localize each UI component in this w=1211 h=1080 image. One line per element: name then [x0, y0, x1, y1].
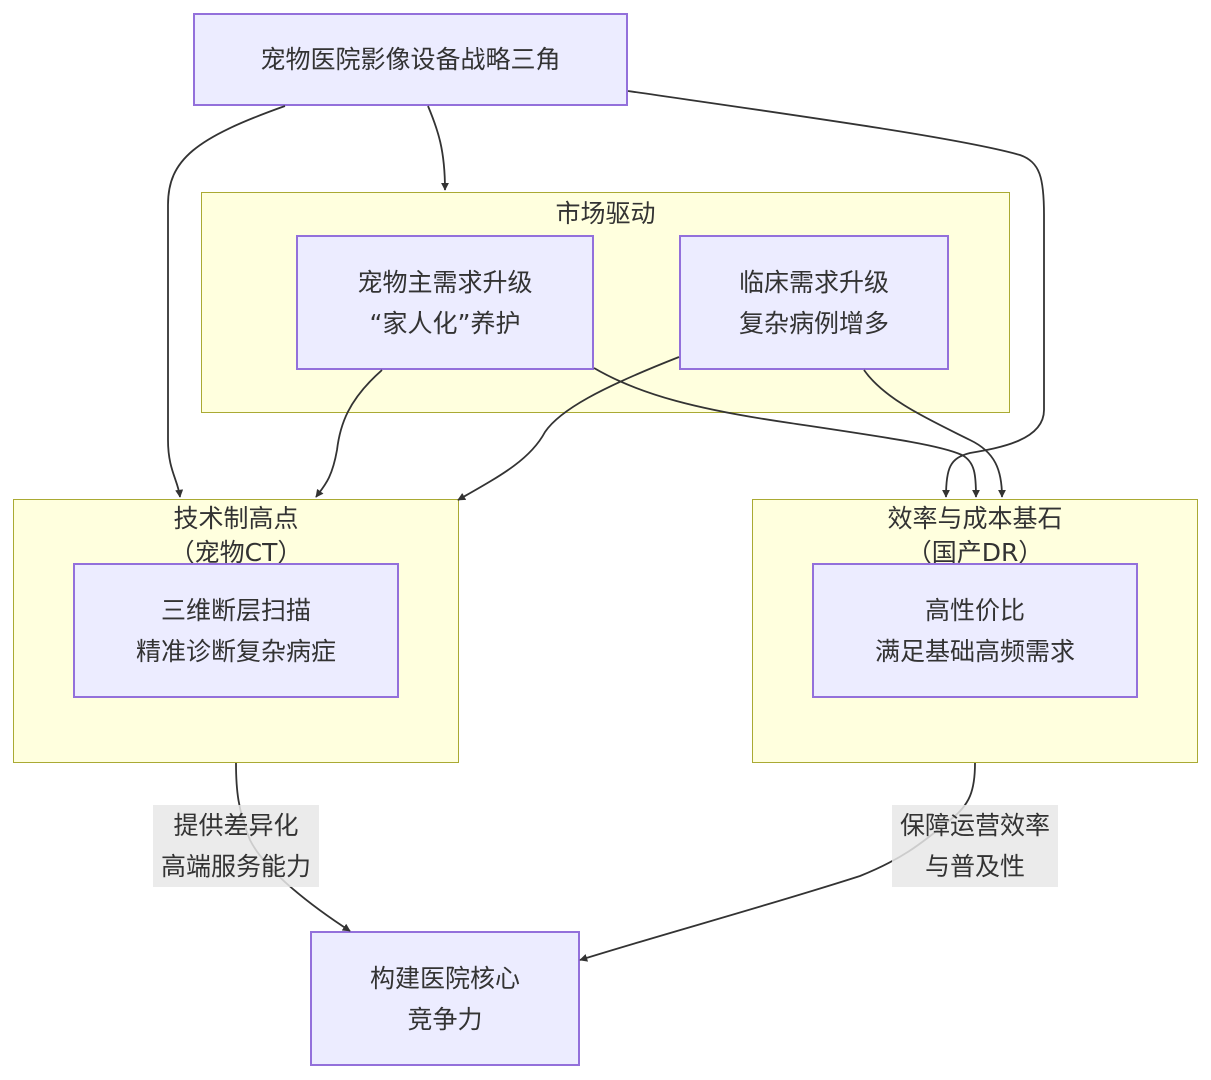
edge-label-tech-to-core-line1: 提供差异化 — [173, 811, 299, 840]
node-ct-scan-line2: 精准诊断复杂病症 — [135, 636, 336, 666]
node-clinical-demand[interactable]: 临床需求升级 复杂病例增多 — [679, 235, 949, 370]
node-dr-value[interactable]: 高性价比 满足基础高频需求 — [812, 563, 1138, 698]
cluster-tech-title-line1: 技术制高点 — [173, 504, 299, 533]
edge-label-eff-to-core-line2: 与普及性 — [924, 852, 1025, 881]
node-ct-scan[interactable]: 三维断层扫描 精准诊断复杂病症 — [73, 563, 399, 698]
cluster-tech-title: 技术制高点 （宠物CT） — [14, 502, 458, 570]
node-ct-scan-line1: 三维断层扫描 — [160, 595, 311, 625]
node-dr-value-line2: 满足基础高频需求 — [874, 636, 1075, 666]
edge-label-tech-to-core: 提供差异化 高端服务能力 — [153, 805, 319, 887]
edge-top-to-market — [427, 105, 449, 191]
cluster-efficiency-title: 效率与成本基石 （国产DR） — [753, 502, 1197, 570]
node-core-competitiveness[interactable]: 构建医院核心 竞争力 — [310, 931, 580, 1066]
node-clinical-demand-line1: 临床需求升级 — [738, 267, 889, 297]
node-core-competitiveness-line2: 竞争力 — [407, 1004, 483, 1034]
node-clinical-demand-line2: 复杂病例增多 — [738, 308, 889, 338]
cluster-market-title: 市场驱动 — [202, 197, 1009, 231]
cluster-efficiency-title-line2: （国产DR） — [906, 538, 1044, 567]
node-pet-owner-demand-line2: “家人化”养护 — [369, 308, 521, 338]
node-pet-owner-demand[interactable]: 宠物主需求升级 “家人化”养护 — [296, 235, 594, 370]
cluster-market-title-text: 市场驱动 — [555, 199, 656, 228]
edge-label-eff-to-core: 保障运营效率 与普及性 — [892, 805, 1058, 887]
cluster-efficiency-title-line1: 效率与成本基石 — [887, 504, 1063, 533]
edge-label-tech-to-core-line2: 高端服务能力 — [160, 852, 311, 881]
cluster-tech-title-line2: （宠物CT） — [169, 538, 303, 567]
node-dr-value-line1: 高性价比 — [924, 595, 1025, 625]
node-core-competitiveness-line1: 构建医院核心 — [369, 963, 520, 993]
node-pet-owner-demand-line1: 宠物主需求升级 — [357, 267, 533, 297]
node-strategy-triangle[interactable]: 宠物医院影像设备战略三角 — [193, 13, 628, 106]
edge-label-eff-to-core-line1: 保障运营效率 — [899, 811, 1050, 840]
node-strategy-triangle-text: 宠物医院影像设备战略三角 — [260, 45, 561, 74]
